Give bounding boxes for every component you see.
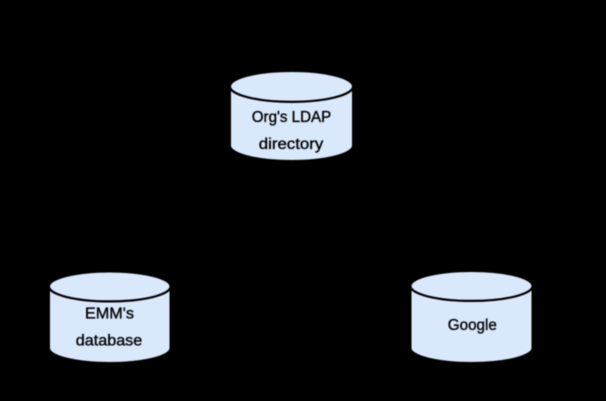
svg-text:database: database	[76, 332, 143, 349]
svg-text:EMM's: EMM's	[85, 306, 134, 323]
svg-text:directory: directory	[259, 136, 324, 153]
svg-text:Org's LDAP: Org's LDAP	[252, 109, 332, 126]
svg-text:Google: Google	[448, 317, 497, 334]
